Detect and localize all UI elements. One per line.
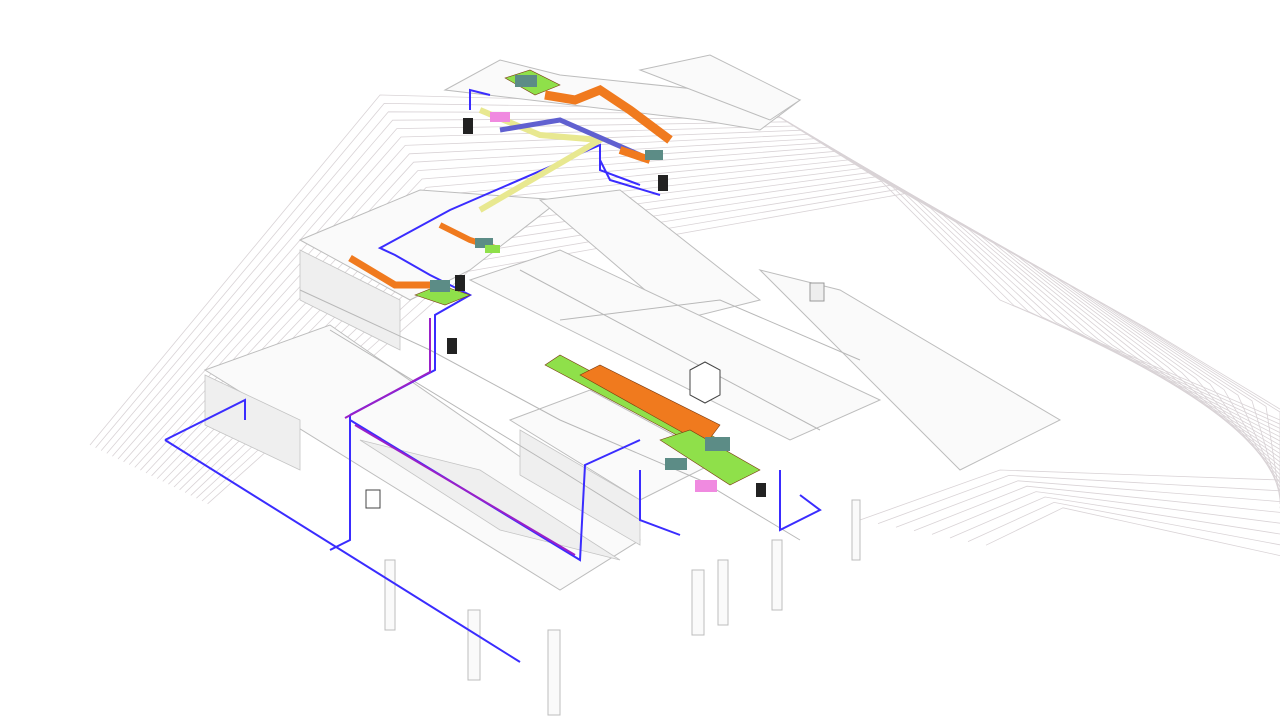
fan-coil-unit [695,480,717,492]
pipe-site-main [164,439,521,663]
air-handler-unit [705,437,730,451]
rooftop-unit-box [689,361,721,404]
contour-line [877,474,1280,524]
contour-line [207,192,1280,509]
glazing-south [204,374,301,471]
contour-line [859,469,1280,521]
contour-line [931,491,1280,535]
air-handler-north [515,75,537,87]
contour-line [967,501,1280,546]
support-columns [384,499,861,716]
building-structure [203,54,1062,716]
hydronic-piping [164,88,822,663]
glazing-mech [519,429,641,546]
contour-line [949,496,1280,539]
deck-south [359,439,621,561]
roof-slab-central [538,189,762,321]
contour-line [913,485,1280,532]
contour-line [895,480,1280,528]
supply-duct-main [579,364,721,446]
roof-slab-northeast [638,54,801,121]
roof-slab-west-wing [298,189,562,301]
contour-line [985,507,1280,556]
ductwork [348,69,761,492]
wall-devices [365,118,825,509]
electrical-panel [365,489,381,509]
